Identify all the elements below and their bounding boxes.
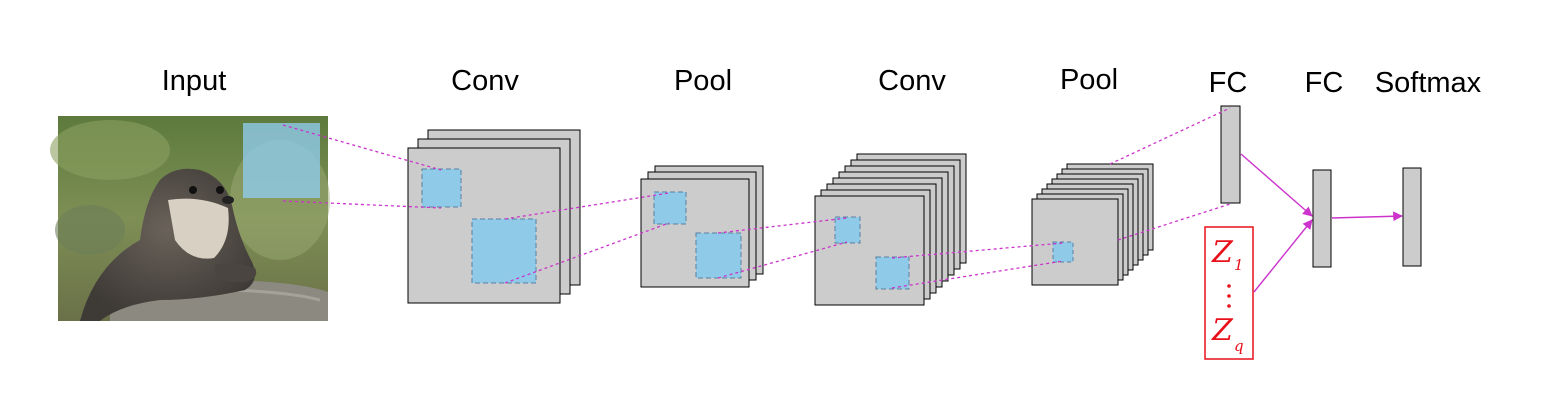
conv-2-receptive-field-a (834, 216, 861, 244)
pool-1-receptive-field-a (653, 191, 687, 225)
vertical-ellipsis-icon (1227, 284, 1231, 308)
label-fc-2: FC (1305, 67, 1344, 99)
dotted-connections (282, 107, 1231, 289)
arrow-fc2-to-softmax (1331, 211, 1403, 222)
latent-zq-subscript: q (1234, 337, 1244, 355)
conv-1-receptive-field-a (421, 168, 462, 208)
latent-variables-box: Z 1 Z q (1204, 226, 1254, 360)
latent-zq-symbol: Z (1211, 313, 1234, 348)
label-fc-1: FC (1209, 67, 1248, 99)
label-conv-2: Conv (878, 65, 946, 97)
latent-z1-symbol: Z (1211, 235, 1234, 270)
fc-1-layer (1220, 105, 1241, 204)
label-softmax: Softmax (1375, 67, 1482, 99)
pool-2-receptive-field (1052, 241, 1074, 263)
pool-1-receptive-field-b (695, 232, 742, 279)
label-pool-1: Pool (674, 65, 732, 97)
label-input: Input (162, 65, 227, 97)
conv-1-receptive-field-b (471, 218, 537, 284)
arrow-latent-to-fc2 (1253, 219, 1313, 293)
arrow-fc1-to-fc2 (1240, 153, 1313, 217)
latent-z1-subscript: 1 (1234, 256, 1244, 274)
dense-arrows (1240, 153, 1403, 293)
label-conv-1: Conv (451, 65, 519, 97)
pool-2-feature-maps (1031, 163, 1154, 286)
label-pool-2: Pool (1060, 64, 1118, 96)
conv-2-receptive-field-b (875, 256, 910, 290)
softmax-layer (1402, 167, 1422, 267)
fc-2-layer (1312, 169, 1332, 268)
input-receptive-field (243, 123, 320, 198)
